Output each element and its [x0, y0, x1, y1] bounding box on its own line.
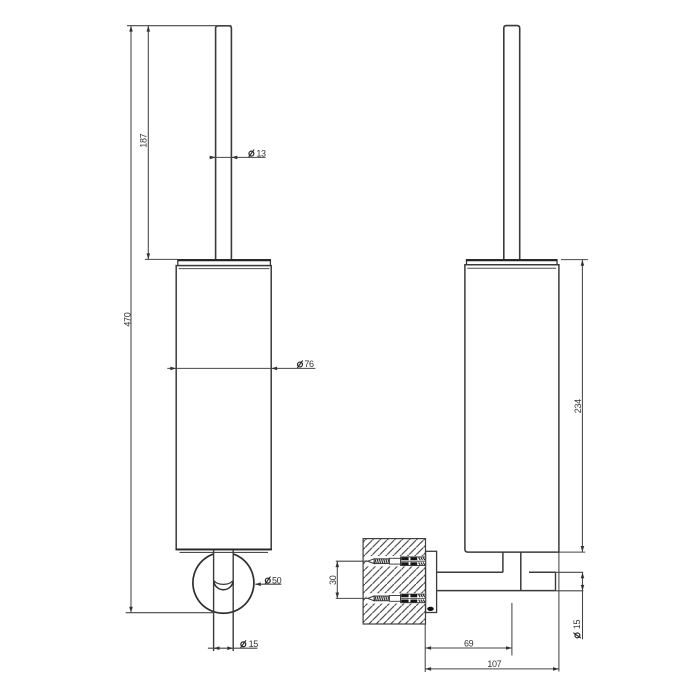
svg-text:470: 470 — [123, 312, 133, 326]
svg-text:187: 187 — [138, 133, 148, 147]
svg-text:15: 15 — [249, 639, 259, 649]
svg-text:107: 107 — [487, 659, 501, 669]
svg-text:30: 30 — [328, 575, 338, 585]
svg-text:234: 234 — [573, 399, 583, 413]
svg-text:50: 50 — [272, 576, 282, 586]
svg-text:13: 13 — [256, 149, 266, 159]
svg-text:69: 69 — [464, 638, 474, 648]
svg-text:15: 15 — [572, 620, 582, 630]
svg-text:76: 76 — [304, 359, 314, 369]
